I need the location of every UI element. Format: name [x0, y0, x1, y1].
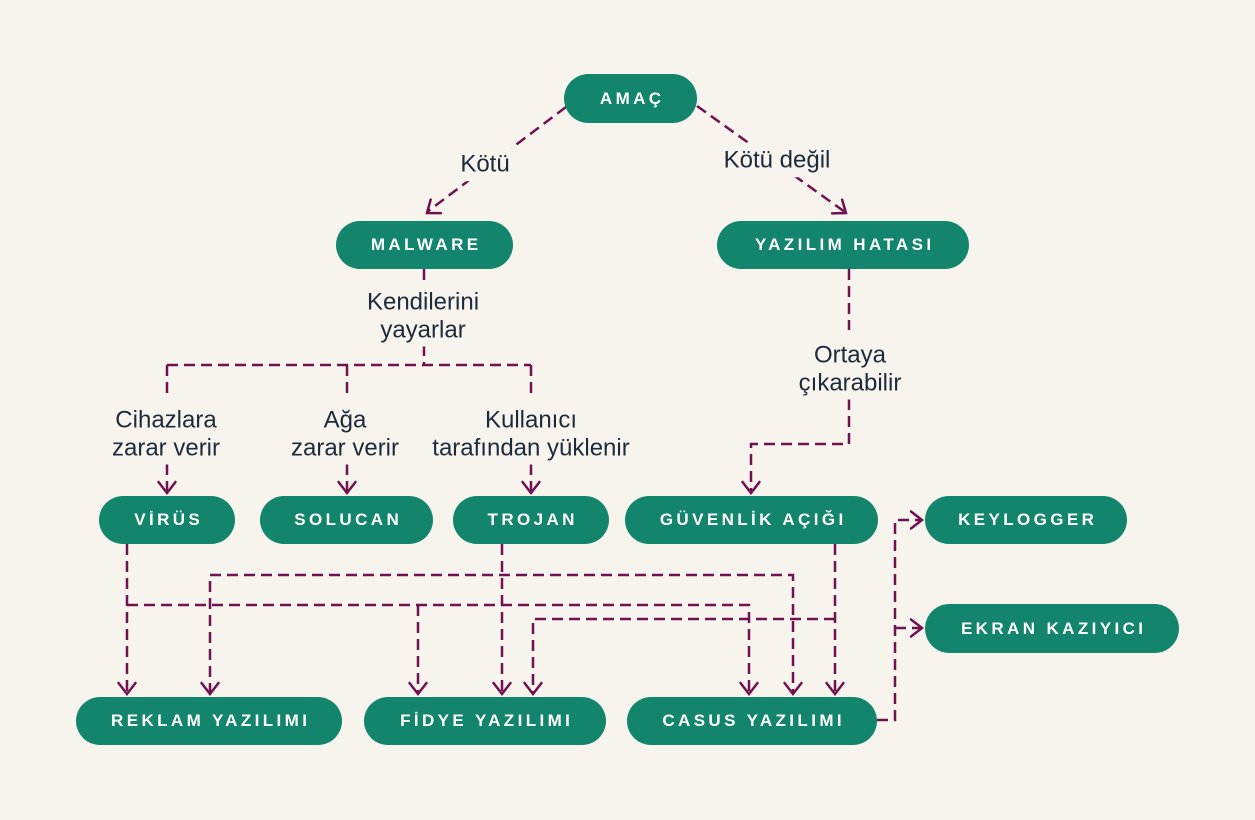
node-yazilim-hatasi: YAZILIM HATASI	[717, 221, 969, 269]
edge-yazilim-stem-lower	[749, 399, 851, 493]
edge-label-aga-line-0: Ağa	[323, 406, 367, 434]
node-guvenlik-acigi: GÜVENLİK AÇIĞI	[625, 496, 878, 544]
node-ekran-kaziyici: EKRAN KAZIYICI	[925, 604, 1179, 653]
edge-label-cihazlara-line-0: Cihazlara	[115, 406, 217, 434]
node-label-ekran-kaziyici: EKRAN KAZIYICI	[960, 618, 1147, 638]
arrowhead-arrow-into-virus	[157, 480, 177, 496]
edge-casus-riser-to-keylogger	[877, 518, 922, 722]
arrowhead-casus-branch-ekran	[909, 618, 925, 638]
edge-label-cihazlara-line-1: zarar verir	[111, 434, 221, 461]
edge-virus-bus	[127, 603, 751, 694]
node-label-virus: VİRÜS	[134, 510, 204, 529]
edge-label-ortaya-line-0: Ortaya	[813, 341, 887, 369]
arrowhead-yazilim-stem-lower	[741, 480, 761, 496]
edge-label-kotu-line-0: Kötü	[460, 150, 510, 178]
node-label-yazilim-hatasi: YAZILIM HATASI	[754, 235, 935, 254]
node-label-solucan: SOLUCAN	[294, 510, 403, 529]
arrowhead-casus-riser-to-keylogger	[909, 510, 925, 530]
arrowhead-trojan-to-fidye	[492, 681, 512, 697]
edge-label-kendilerini-line-0: Kendilerini	[366, 288, 480, 316]
edge-label-kotu-degil-line-0: Kötü değil	[723, 146, 831, 174]
edge-label-kendilerini-line-1: yayarlar	[380, 316, 466, 343]
edges-group	[125, 104, 922, 722]
node-label-amac: AMAÇ	[599, 88, 665, 108]
edge-label-kotu-degil: Kötü değil	[717, 143, 837, 177]
arrowhead-virus-bus-drop-fidye	[408, 681, 428, 697]
node-amac: AMAÇ	[564, 74, 697, 123]
edge-label-kullanici-line-1: tarafından yüklenir	[432, 434, 630, 461]
arrowhead-virus-to-reklam	[117, 681, 137, 697]
node-label-malware: MALWARE	[370, 235, 482, 254]
node-casus-yazilimi: CASUS YAZILIMI	[627, 697, 877, 745]
edge-label-aga-line-1: zarar verir	[290, 434, 400, 461]
node-label-reklam-yazilimi: REKLAM YAZILIMI	[111, 711, 311, 730]
node-label-guvenlik-acigi: GÜVENLİK AÇIĞI	[659, 510, 847, 529]
node-reklam-yazilimi: REKLAM YAZILIMI	[76, 697, 342, 745]
arrowhead-amac-to-malware	[425, 198, 443, 215]
node-solucan: SOLUCAN	[260, 496, 433, 544]
node-trojan: TROJAN	[453, 496, 609, 544]
node-malware: MALWARE	[336, 221, 513, 269]
arrowhead-guvenlik-bus-to-fidye	[523, 681, 543, 697]
edge-label-ortaya-line-1: çıkarabilir	[798, 369, 902, 396]
node-label-keylogger: KEYLOGGER	[958, 510, 1098, 529]
edge-guvenlik-bus-to-fidye	[531, 617, 835, 694]
node-label-trojan: TROJAN	[487, 510, 578, 529]
node-keylogger: KEYLOGGER	[925, 496, 1127, 544]
edge-label-kullanici-line-0: Kullanıcı	[484, 406, 578, 434]
node-fidye-yazilimi: FİDYE YAZILIMI	[364, 697, 606, 745]
node-virus: VİRÜS	[99, 496, 235, 544]
arrowhead-guvenlik-to-casus	[825, 681, 845, 697]
arrowhead-trojan-bus	[200, 681, 220, 697]
node-label-fidye-yazilimi: FİDYE YAZILIMI	[400, 711, 574, 730]
edge-trojan-bus	[208, 573, 795, 694]
edge-label-kotu: Kötü	[454, 147, 516, 181]
arrowhead-arrow-into-trojan	[521, 480, 541, 496]
arrowhead-amac-to-yazilim-hatasi	[830, 198, 848, 215]
arrowhead-arrow-into-solucan	[337, 480, 357, 496]
arrowhead-trojan-bus	[783, 681, 803, 697]
arrowheads-group	[117, 198, 925, 697]
node-label-casus-yazilimi: CASUS YAZILIMI	[662, 711, 846, 730]
arrowhead-virus-bus	[739, 681, 759, 697]
